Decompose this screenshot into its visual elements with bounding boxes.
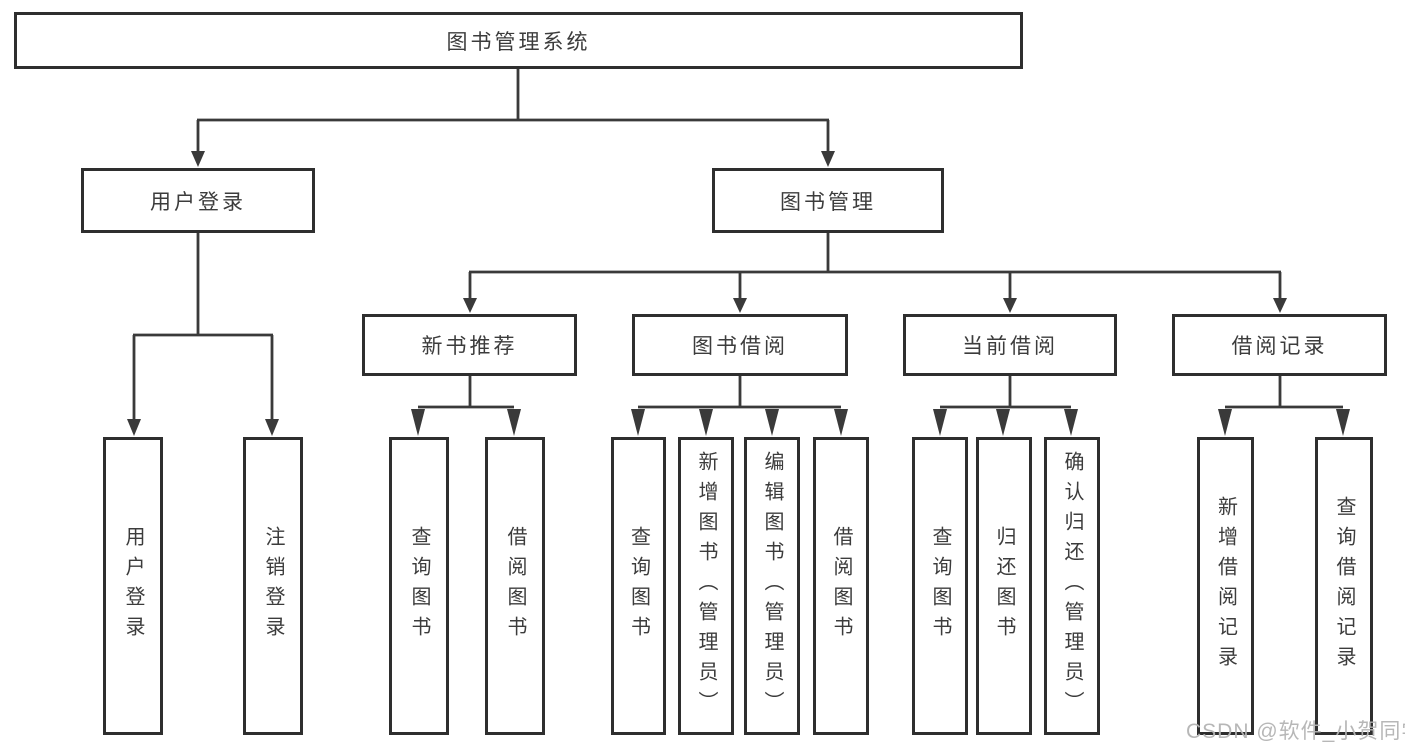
node-book-borrowing: 图书借阅 <box>632 314 848 376</box>
node-new-book-recommendation: 新书推荐 <box>362 314 577 376</box>
node-current-borrowing: 当前借阅 <box>903 314 1117 376</box>
leaf-logout: 注销登录 <box>243 437 303 735</box>
arrowheads <box>127 151 1350 436</box>
leaf-add-book-admin: 新增图书（管理员） <box>678 437 734 735</box>
leaf-return-book: 归还图书 <box>976 437 1032 735</box>
leaf-query-books-borrowing: 查询图书 <box>611 437 666 735</box>
leaf-query-books-current: 查询图书 <box>912 437 968 735</box>
leaf-add-borrow-record: 新增借阅记录 <box>1197 437 1254 735</box>
leaf-edit-book-admin: 编辑图书（管理员） <box>744 437 800 735</box>
node-borrowing-records: 借阅记录 <box>1172 314 1387 376</box>
node-book-management: 图书管理 <box>712 168 944 233</box>
leaf-query-borrow-record: 查询借阅记录 <box>1315 437 1373 735</box>
leaf-query-books-recommend: 查询图书 <box>389 437 449 735</box>
csdn-watermark: CSDN @软件_小贺同学 <box>1186 720 1405 743</box>
leaf-confirm-return-admin: 确认归还（管理员） <box>1044 437 1100 735</box>
node-book-management-system: 图书管理系统 <box>14 12 1023 69</box>
node-user-login: 用户登录 <box>81 168 315 233</box>
leaf-borrow-books-recommend: 借阅图书 <box>485 437 545 735</box>
leaf-borrow-books: 借阅图书 <box>813 437 869 735</box>
leaf-user-login: 用户登录 <box>103 437 163 735</box>
